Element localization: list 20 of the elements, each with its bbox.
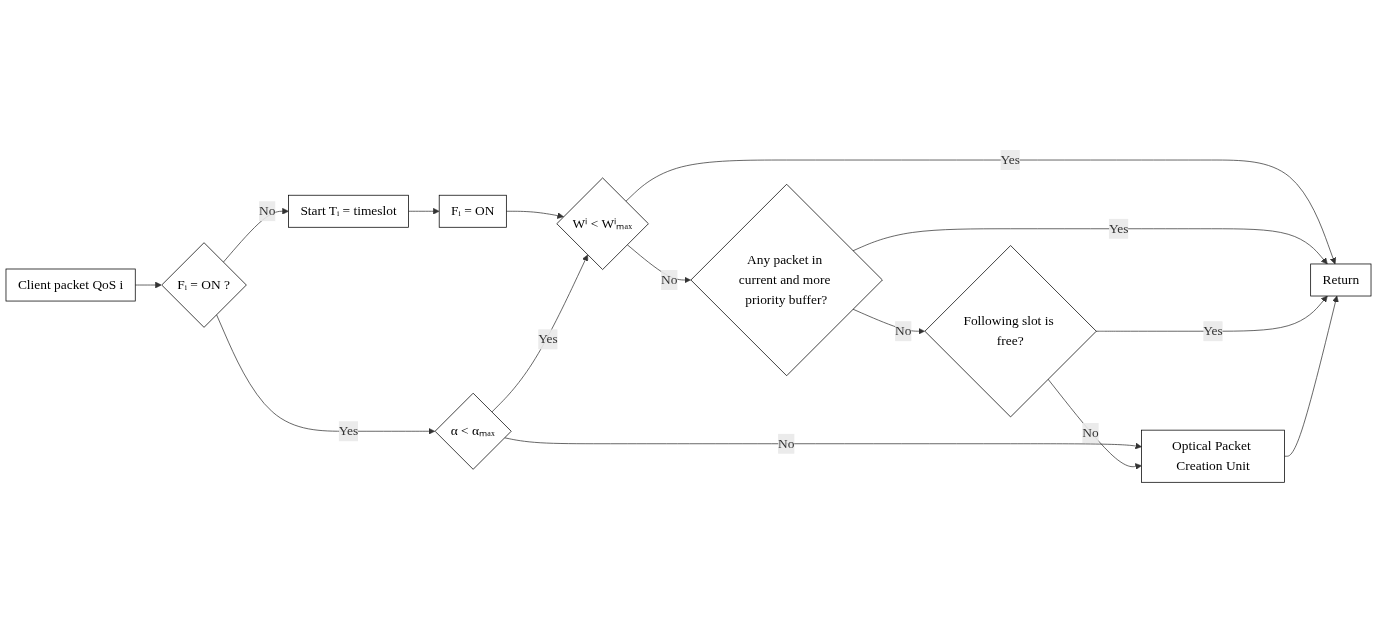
node-diamond: Following slot is free?	[924, 245, 1097, 418]
node-box: Client packet QoS i	[5, 268, 136, 302]
node-box: Fᵢ = ON	[438, 194, 507, 228]
edge-label: Yes	[1000, 152, 1020, 167]
node-diamond: Wⁱ < Wⁱₘₐₓ	[556, 177, 649, 270]
node-box: Optical Packet Creation Unit	[1141, 429, 1285, 483]
edge-label: Yes	[338, 423, 359, 439]
edge-label: No	[259, 203, 276, 219]
edge-label: No	[895, 323, 912, 339]
edge-label: Yes	[1108, 220, 1129, 236]
node-box: Start Tᵢ = timeslot	[288, 194, 409, 228]
edge-label: No	[661, 272, 678, 287]
edge-label: No	[1082, 424, 1099, 440]
edge-label: No	[778, 435, 795, 451]
node-diamond: α < αₘₐₓ	[434, 392, 512, 470]
edge-label: Yes	[1203, 323, 1223, 339]
node-diamond: Any packet in current and more priority buffer?	[690, 183, 883, 376]
edge-label: Yes	[538, 331, 558, 347]
node-diamond: Fᵢ = ON ?	[161, 242, 247, 328]
node-box: Return	[1310, 263, 1372, 297]
